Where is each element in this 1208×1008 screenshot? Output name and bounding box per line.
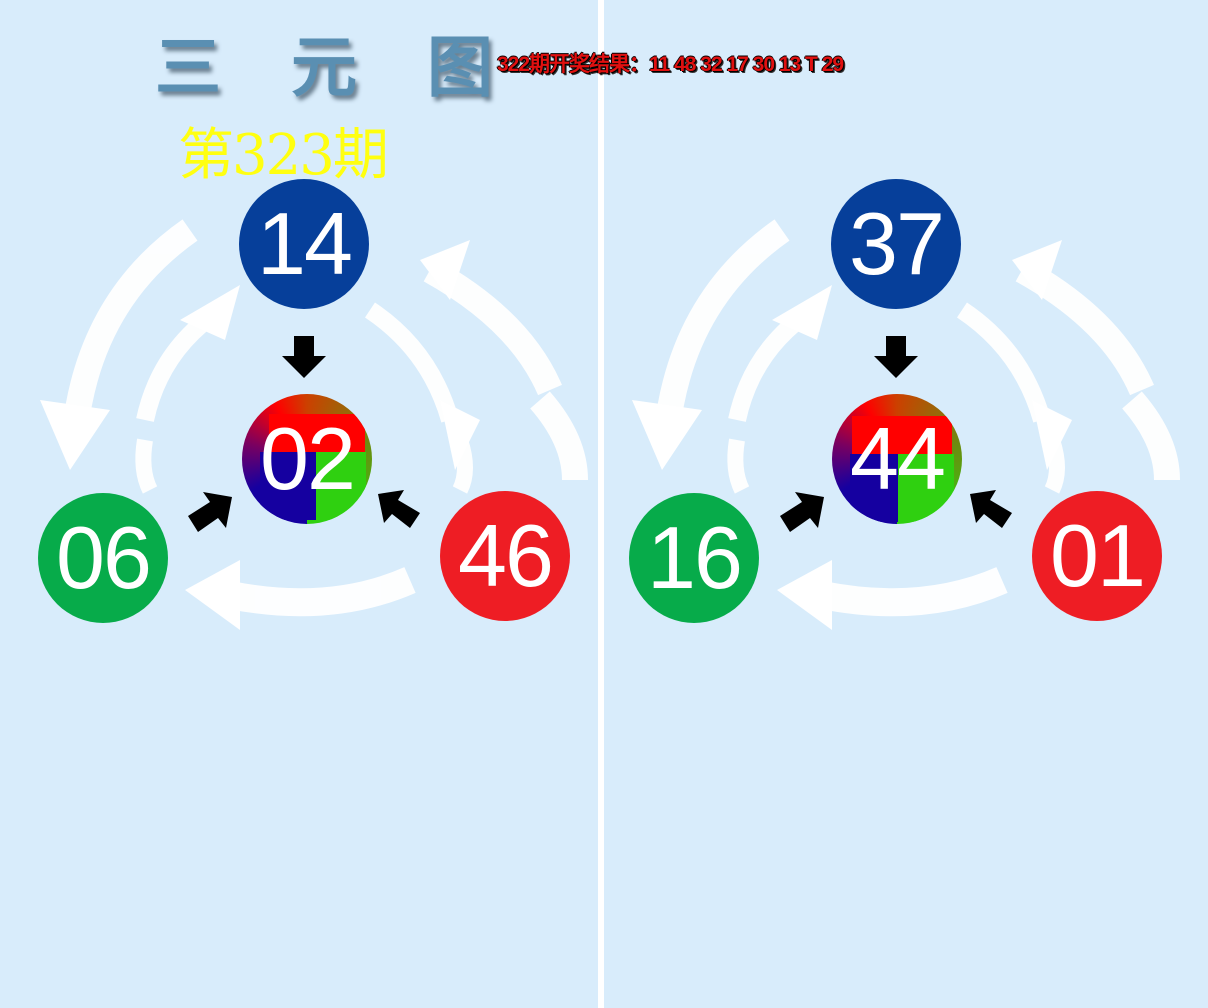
red-block — [852, 416, 952, 454]
blue-block — [260, 452, 316, 520]
ball-number: 16 — [647, 508, 743, 607]
previous-result: 322期开奖结果：11 48 32 17 30 13 T 29 — [497, 53, 844, 76]
left-number-ball: 16 — [629, 493, 759, 623]
page-title: 三元图 — [155, 28, 563, 106]
center-number-ball: 44 — [832, 394, 962, 524]
ball-number: 06 — [56, 508, 152, 607]
left-number-ball: 06 — [38, 493, 168, 623]
ball-number: 02 — [260, 409, 356, 508]
blue-block — [850, 454, 898, 522]
green-block — [316, 452, 366, 520]
divider — [598, 0, 604, 1008]
red-block — [269, 414, 365, 452]
top-number-ball: 37 — [831, 179, 961, 309]
ball-number: 14 — [257, 194, 353, 293]
top-number-ball: 14 — [239, 179, 369, 309]
ball-number: 44 — [850, 409, 946, 508]
center-number-ball: 02 — [242, 394, 372, 524]
issue-number: 第323期 — [178, 123, 389, 188]
ball-number: 01 — [1050, 506, 1146, 605]
right-number-ball: 46 — [440, 491, 570, 621]
right-number-ball: 01 — [1032, 491, 1162, 621]
green-block — [898, 454, 954, 522]
ball-number: 37 — [849, 194, 945, 293]
ball-number: 46 — [458, 506, 554, 605]
